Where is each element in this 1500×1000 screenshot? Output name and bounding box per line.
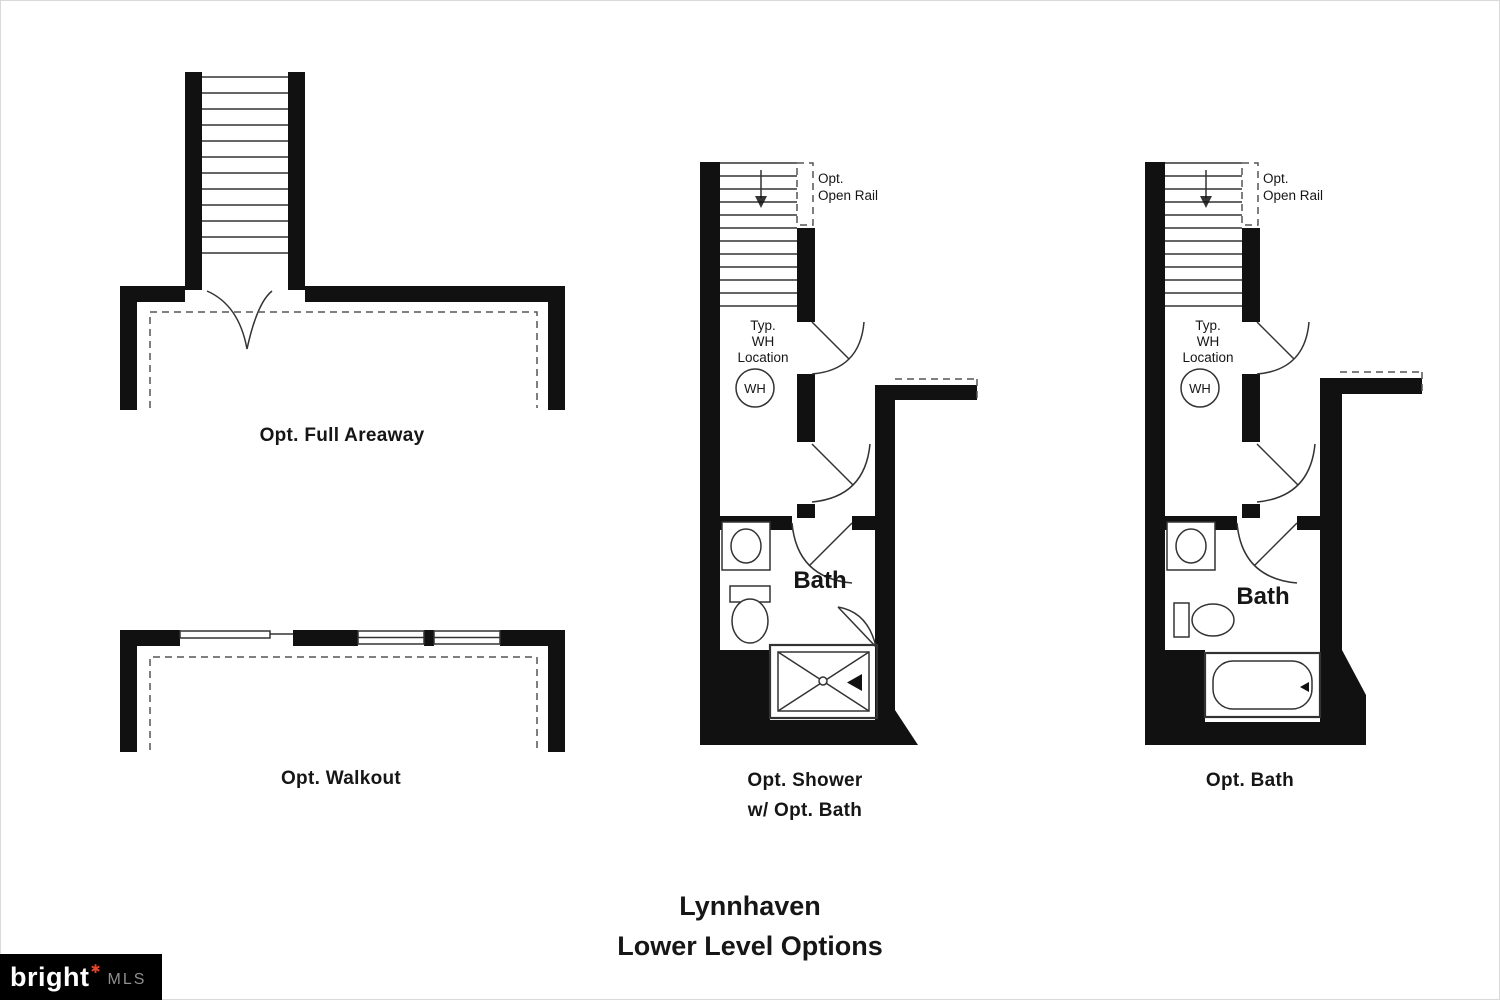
stair-right-wall	[797, 228, 815, 322]
walls	[120, 630, 565, 752]
sink-icon	[721, 521, 771, 571]
corridor-wall	[797, 374, 815, 442]
bathtub-icon	[1203, 651, 1322, 719]
bottom-wall-mass	[1165, 650, 1366, 745]
stairs	[185, 72, 305, 290]
plan-caption: Opt. Full Areaway	[260, 425, 425, 446]
stair-treads	[1165, 175, 1242, 307]
wh-note: Location	[1182, 350, 1233, 365]
stair-down-arrow-icon	[755, 196, 767, 208]
left-wall	[1145, 162, 1165, 745]
slider-panel	[179, 630, 271, 639]
right-top-wall	[875, 385, 977, 400]
optional-foundation-dashed-line	[149, 656, 538, 750]
plan-caption: Opt. Shower	[747, 770, 862, 791]
open-rail-note: Open Rail	[1263, 188, 1323, 203]
water-heater-icon	[1180, 368, 1220, 408]
optional-wall-dashed-line	[895, 378, 978, 403]
wh-note: Typ.	[750, 318, 776, 333]
shower-icon	[768, 643, 879, 720]
toilet-icon	[729, 585, 771, 644]
stair-wall-right	[288, 72, 305, 290]
water-heater-label: WH	[744, 381, 766, 396]
logo-suffix-text: MLS	[107, 970, 147, 988]
stairs	[720, 162, 797, 307]
door-swing-icon	[811, 321, 865, 375]
right-wall	[548, 630, 565, 752]
wh-note: WH	[1197, 334, 1220, 349]
open-rail-dashed-icon	[796, 162, 814, 226]
wh-note: WH	[752, 334, 775, 349]
shower-valve-icon	[847, 674, 862, 691]
window-icon	[357, 630, 425, 645]
plan-walkout: Opt. Walkout	[120, 630, 565, 789]
stair-right-wall	[1242, 228, 1260, 322]
toilet-icon	[1173, 602, 1235, 638]
wh-note: Location	[737, 350, 788, 365]
walls	[1145, 162, 1422, 745]
logo-brand-text: bright	[10, 961, 90, 992]
right-wall	[548, 286, 565, 410]
window-mullion	[424, 630, 434, 646]
left-wall	[120, 630, 137, 752]
brightmls-logo: bright ✱ MLS	[0, 954, 162, 1000]
right-wall	[875, 400, 895, 712]
left-wall	[120, 286, 137, 410]
stair-wall-left	[185, 72, 202, 290]
tub-faucet-icon	[1300, 682, 1309, 692]
optional-foundation-dashed-line	[149, 311, 538, 408]
plan-name-title: Lynnhaven	[679, 891, 821, 921]
plan-subtitle: Lower Level Options	[617, 931, 883, 961]
stair-down-arrow-icon	[1200, 196, 1212, 208]
door-swing-icon	[791, 522, 853, 584]
water-heater-label: WH	[1189, 381, 1211, 396]
door-swing-icon	[1236, 522, 1298, 584]
bath-top-wall-stub	[852, 516, 877, 530]
window-icon	[433, 630, 501, 645]
bath-top-wall-stub	[1297, 516, 1320, 530]
areaway-door-swing-icon	[206, 290, 273, 350]
door-swing-icon	[1256, 443, 1316, 503]
plan-full-areaway: Opt. Full Areaway	[120, 72, 565, 446]
wh-note: Typ.	[1195, 318, 1221, 333]
title-block: Lynnhaven Lower Level Options	[0, 886, 1500, 966]
corridor-wall-stub	[1242, 504, 1260, 518]
stairs	[1165, 162, 1242, 307]
plan-bath: Opt. Open Rail Typ. WH Location WH	[1145, 162, 1423, 791]
right-wall	[1320, 394, 1342, 650]
open-rail-note: Open Rail	[818, 188, 878, 203]
walls	[700, 162, 977, 745]
stair-treads	[720, 175, 797, 307]
top-wall-right-segment	[305, 286, 565, 302]
shower-door-swing-icon	[837, 606, 877, 648]
walls	[120, 286, 565, 410]
water-heater-icon	[735, 368, 775, 408]
door-swing-icon	[811, 443, 871, 503]
right-top-wall	[1320, 378, 1422, 394]
slider-door-icon	[179, 630, 293, 639]
room-label: Bath	[1236, 583, 1289, 610]
sink-icon	[1166, 521, 1216, 571]
corridor-wall-stub	[797, 504, 815, 518]
plan-caption: Opt. Bath	[1206, 770, 1294, 791]
room-label: Bath	[793, 567, 846, 594]
corridor-wall	[1242, 374, 1260, 442]
logo-star-icon: ✱	[90, 962, 101, 976]
left-wall	[700, 162, 720, 745]
optional-wall-dashed-line	[1340, 371, 1423, 396]
open-rail-note: Opt.	[1263, 171, 1289, 186]
plan-shower-bath: Opt. Open Rail Typ. WH Location WH	[700, 162, 978, 821]
door-swing-icon	[1256, 321, 1310, 375]
stair-treads	[202, 76, 288, 254]
plan-caption: Opt. Walkout	[281, 768, 401, 789]
top-wall-segment-2	[293, 630, 358, 646]
plan-caption: w/ Opt. Bath	[747, 800, 862, 821]
open-rail-dashed-icon	[1241, 162, 1259, 226]
open-rail-note: Opt.	[818, 171, 844, 186]
